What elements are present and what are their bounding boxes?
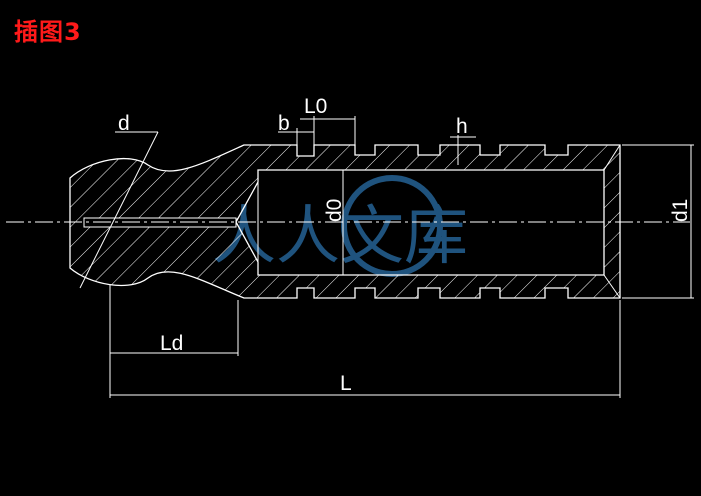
label-h: h bbox=[456, 115, 468, 138]
label-L0: L0 bbox=[304, 95, 327, 118]
end-chamfer-line-2 bbox=[603, 274, 621, 299]
label-L: L bbox=[340, 372, 352, 395]
label-Ld: Ld bbox=[160, 332, 183, 355]
label-d1: d1 bbox=[669, 199, 692, 222]
figure-title: 插图3 bbox=[14, 18, 82, 46]
label-b: b bbox=[278, 112, 290, 135]
d-leader bbox=[79, 131, 159, 289]
label-d: d bbox=[118, 112, 130, 135]
end-chamfer-line bbox=[603, 144, 621, 171]
label-d0: d0 bbox=[323, 199, 346, 222]
